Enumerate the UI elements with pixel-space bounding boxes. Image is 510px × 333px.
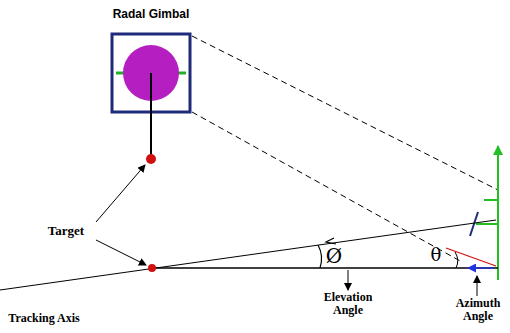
target-dot	[148, 264, 156, 272]
sensor-arm	[476, 223, 498, 225]
horizontal-axis	[152, 267, 498, 269]
leader-line	[96, 240, 146, 265]
angle-label: Azimuth Angle	[452, 297, 504, 322]
leader-line	[477, 276, 478, 296]
angle-symbol: Ø	[326, 246, 342, 267]
azimuth-arrow	[468, 267, 494, 269]
direction-arrow	[326, 238, 336, 244]
fov-line	[192, 36, 498, 190]
angle-label: Elevation Angle	[318, 291, 378, 316]
gimbal-rod	[150, 73, 152, 154]
angle-arc	[318, 245, 322, 268]
azimuth-line	[446, 248, 496, 266]
sensor-arm	[484, 199, 498, 201]
target-ball	[146, 154, 156, 164]
gimbal-pin	[178, 72, 186, 75]
angle-arc	[455, 252, 458, 268]
gimbal-pin	[116, 72, 124, 75]
gimbal-node: Radal Gimbal	[109, 8, 194, 21]
target-label: Target	[48, 224, 84, 238]
leader-line	[348, 270, 349, 290]
leader-line	[96, 165, 145, 222]
node-heading: Radal Gimbal	[109, 8, 194, 21]
angle-symbol: θ	[431, 246, 442, 265]
vertical-axis	[497, 146, 499, 280]
fov-line	[192, 112, 462, 262]
tracking-axis	[0, 220, 496, 290]
axis-label: Tracking Axis	[8, 312, 79, 325]
